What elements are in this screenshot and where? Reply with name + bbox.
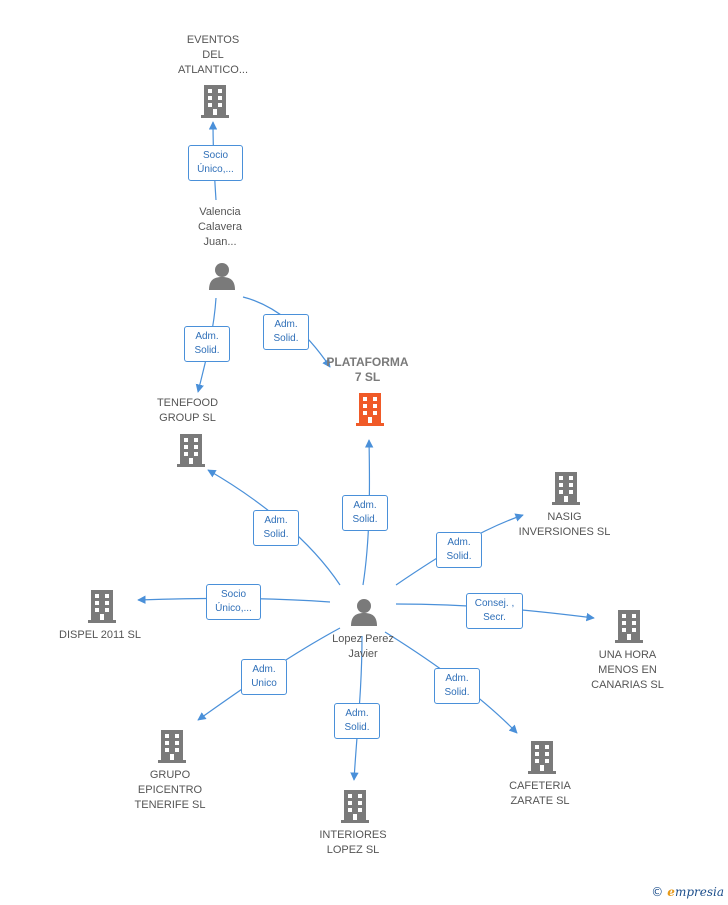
node-lopez-label[interactable]: Lopez Perez Javier (332, 633, 394, 660)
edge-label-lopez-plataforma[interactable]: Adm. Solid. (342, 495, 388, 531)
edge-label-lopez-nasig[interactable]: Adm. Solid. (436, 532, 482, 568)
node-unahora-label[interactable]: UNA HORA MENOS EN CANARIAS SL (591, 649, 664, 691)
copyright-icon: © (651, 885, 664, 899)
node-cafeteria-label[interactable]: CAFETERIA ZARATE SL (509, 780, 571, 807)
building-icon[interactable] (88, 590, 116, 623)
building-icon[interactable] (177, 434, 205, 467)
building-icon[interactable] (528, 741, 556, 774)
edge-label-valencia-eventos[interactable]: Socio Único,... (188, 145, 243, 181)
edge-label-lopez-unahora[interactable]: Consej. , Secr. (466, 593, 523, 629)
building-icon[interactable] (356, 393, 384, 426)
building-icon[interactable] (615, 610, 643, 643)
edge-label-lopez-grupo[interactable]: Adm. Unico (241, 659, 287, 695)
building-icon[interactable] (158, 730, 186, 763)
brand-name: mpresia (674, 885, 724, 899)
person-icon[interactable] (351, 599, 377, 626)
node-nasig-label[interactable]: NASIG INVERSIONES SL (518, 511, 611, 538)
building-icon[interactable] (201, 85, 229, 118)
building-icon[interactable] (341, 790, 369, 823)
building-icon[interactable] (552, 472, 580, 505)
node-dispel-label[interactable]: DISPEL 2011 SL (59, 629, 141, 641)
edge-label-valencia-tenefood[interactable]: Adm. Solid. (184, 326, 230, 362)
node-tenefood-label[interactable]: TENEFOOD GROUP SL (156, 397, 219, 424)
edge-label-lopez-dispel[interactable]: Socio Único,... (206, 584, 261, 620)
brand-initial: e (667, 885, 675, 899)
person-icon[interactable] (209, 263, 235, 290)
edge-label-lopez-cafeteria[interactable]: Adm. Solid. (434, 668, 480, 704)
node-grupo-label[interactable]: GRUPO EPICENTRO TENERIFE SL (134, 769, 206, 811)
edge-label-valencia-plataforma[interactable]: Adm. Solid. (263, 314, 309, 350)
node-plataforma-label[interactable]: PLATAFORMA 7 SL (326, 355, 409, 384)
edge-label-lopez-tenefood[interactable]: Adm. Solid. (253, 510, 299, 546)
node-eventos-label[interactable]: EVENTOS DEL ATLANTICO... (177, 34, 249, 76)
node-valencia-label[interactable]: Valencia Calavera Juan... (197, 206, 243, 248)
edge-label-lopez-interiores[interactable]: Adm. Solid. (334, 703, 380, 739)
node-interiores-label[interactable]: INTERIORES LOPEZ SL (319, 829, 387, 856)
brand-footer: ©empresia (651, 885, 724, 899)
